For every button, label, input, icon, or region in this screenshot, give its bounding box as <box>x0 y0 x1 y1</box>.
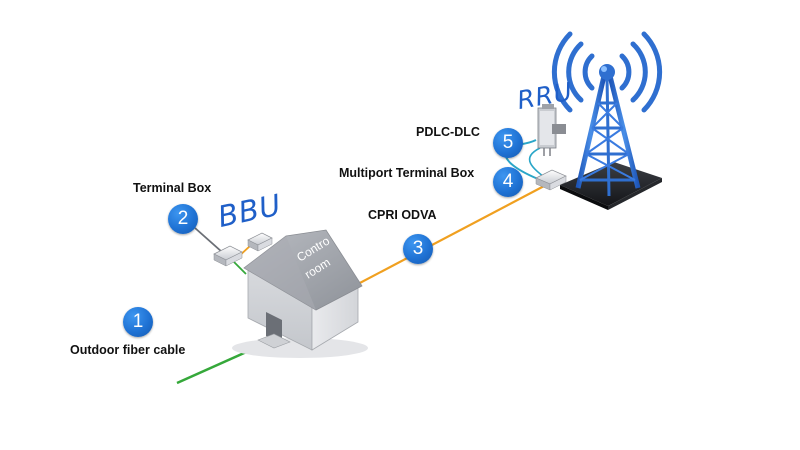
step-badge-1: 1 <box>123 307 153 337</box>
step-badge-3: 3 <box>403 234 433 264</box>
step-badge-5: 5 <box>493 128 523 158</box>
signal-waves-icon <box>551 31 663 113</box>
terminal-box-label: Terminal Box <box>133 181 212 195</box>
terminal-box-icon <box>213 245 243 267</box>
bbu-jumper-gray <box>194 227 223 253</box>
step-badge-4: 4 <box>493 167 523 197</box>
cpri-odva-cable-line <box>355 184 547 286</box>
multiport-terminal-box-icon <box>535 169 567 191</box>
pdlc-dlc-label: PDLC-DLC <box>416 125 480 139</box>
house-icon <box>232 229 368 358</box>
cpri-odva-label: CPRI ODVA <box>368 208 437 222</box>
multiport-terminal-box-label: Multiport Terminal Box <box>339 166 475 180</box>
tower-icon <box>560 64 662 210</box>
outdoor-fiber-cable-label: Outdoor fiber cable <box>70 343 186 357</box>
step-badge-2: 2 <box>168 204 198 234</box>
terminal-box-2-icon <box>247 232 273 252</box>
bbu-jumper-green <box>233 261 247 275</box>
rru-unit-icon <box>537 104 566 156</box>
